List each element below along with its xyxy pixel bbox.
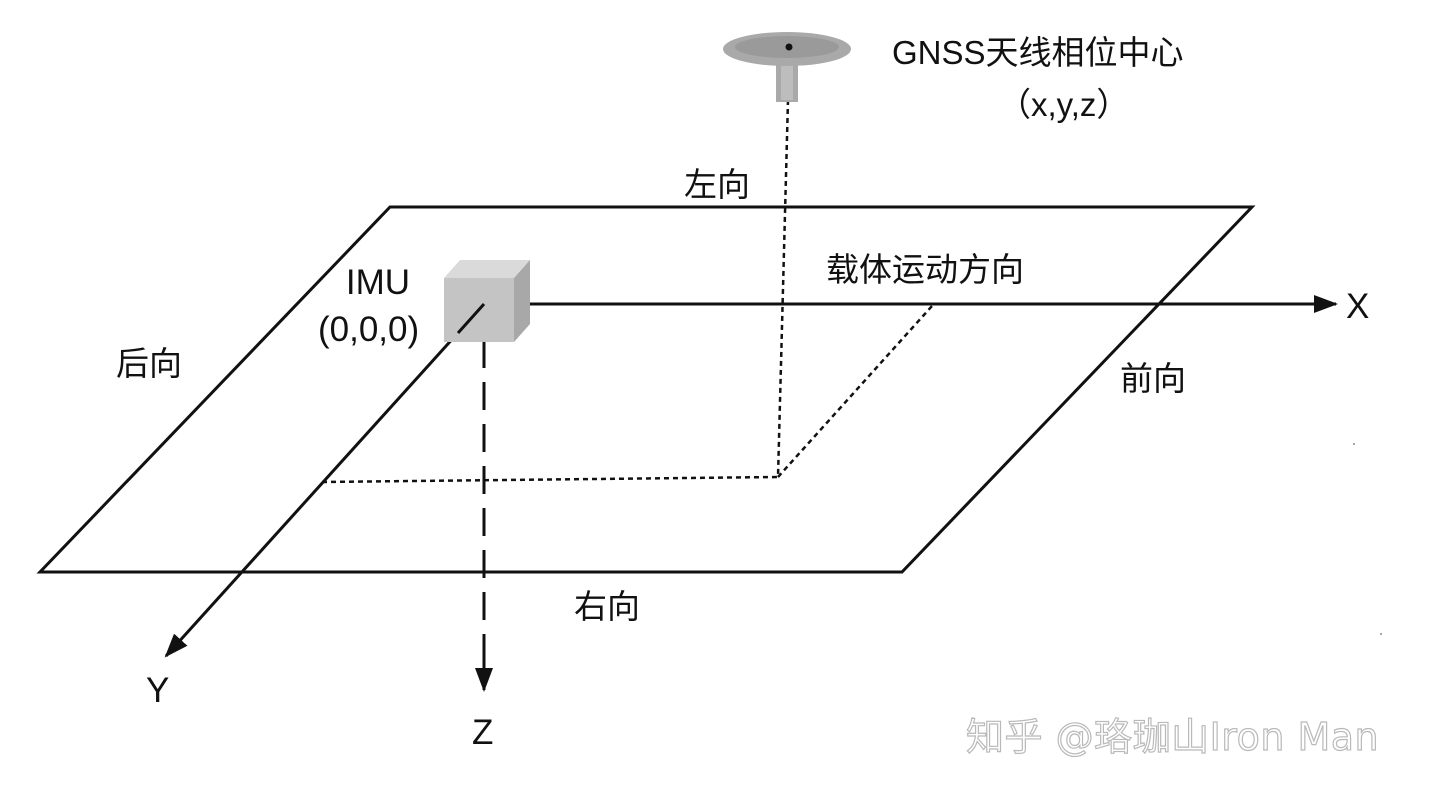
x-axis-label: X <box>1346 287 1370 326</box>
front-direction-label: 前向 <box>1120 360 1186 397</box>
speck <box>1353 443 1355 445</box>
imu-name-label: IMU <box>345 263 411 302</box>
back-direction-label: 后向 <box>116 345 182 382</box>
right-direction-label: 右向 <box>574 588 640 625</box>
projection-parallel-y-dotted-line <box>777 305 933 478</box>
speck <box>1380 633 1382 635</box>
imu-cube-icon <box>444 260 530 342</box>
gnss-title-label: GNSS天线相位中心 <box>892 34 1184 71</box>
y-axis-label: Y <box>146 671 170 710</box>
z-axis-label: Z <box>472 713 494 752</box>
motion-direction-label: 载体运动方向 <box>826 251 1024 288</box>
gnss-antenna-icon <box>723 32 851 102</box>
left-direction-label: 左向 <box>684 166 750 203</box>
gnss-coords-label: （x,y,z） <box>998 86 1130 123</box>
antenna-vertical-dotted-line <box>776 99 790 478</box>
ground-plane <box>36 205 1256 574</box>
projection-parallel-x-dotted-line <box>321 475 779 484</box>
watermark-text: 知乎 @珞珈山Iron Man <box>965 715 1380 759</box>
y-axis-arrow <box>164 302 486 658</box>
imu-coords-label: (0,0,0) <box>318 310 420 349</box>
